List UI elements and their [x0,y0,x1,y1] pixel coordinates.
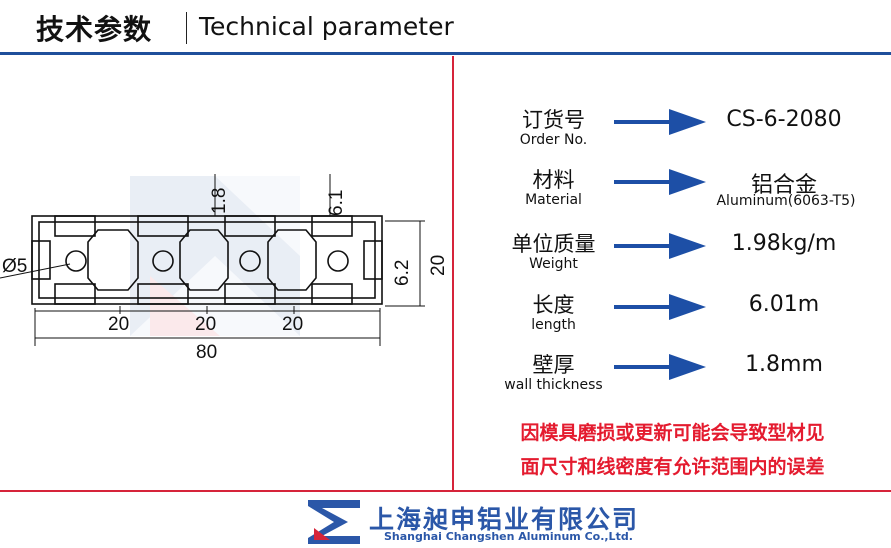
param-value: 1.98kg/m [731,231,837,256]
right-arrow-icon [614,169,706,195]
param-row-order-no: 订货号 Order No. CS-6-2080 [486,104,886,160]
footer-divider [0,490,891,492]
dim-diameter-label: Ø5 [2,256,27,277]
dim-pitch-2-label: 20 [195,314,216,335]
company-name-zh: 上海昶申铝业有限公司 [369,505,640,534]
param-value: 铝合金 [750,173,817,198]
right-arrow-icon [614,294,706,320]
page-title-zh: 技术参数 [36,13,153,46]
param-label-en: Order No. [519,132,588,148]
dim-height-label: 20 [428,255,449,276]
tolerance-note-line1: 因模具磨损或更新可能会导致型材见 [520,422,825,444]
dim-slot-width-label: 6.2 [392,260,413,286]
company-logo-icon [308,500,360,544]
param-value: 1.8mm [745,352,823,377]
param-value: 6.01m [748,292,820,317]
param-label-zh: 材料 [532,168,575,192]
param-label-zh: 壁厚 [532,353,575,377]
param-label-zh: 长度 [532,293,575,317]
right-arrow-icon [614,354,706,380]
title-separator [186,12,187,44]
profile-drawing: Ø5 1.8 6.1 6.2 20 20 20 20 80 [0,174,449,363]
param-row-weight: 单位质量 Weight 1.98kg/m [486,228,886,284]
param-row-length: 长度 length 6.01m [486,289,886,345]
param-label-en: Material [525,192,582,208]
param-label-en: length [531,317,576,333]
dimension-lines [0,174,425,346]
param-value: CS-6-2080 [726,107,842,132]
param-label-en: Weight [529,256,578,272]
tolerance-note-line2: 面尺寸和线密度有允许范围内的误差 [520,456,825,478]
param-label-en: wall thickness [504,377,603,393]
param-label-zh: 订货号 [522,108,585,132]
dim-width-label: 80 [196,342,217,363]
dim-wall-label: 1.8 [209,188,230,214]
dim-pitch-1-label: 20 [108,314,129,335]
param-row-wall-thickness: 壁厚 wall thickness 1.8mm [486,349,886,405]
aluminum-profile [31,215,383,305]
dim-slot-depth-label: 6.1 [326,190,347,216]
dim-pitch-3-label: 20 [282,314,303,335]
page-title-en: Technical parameter [199,12,454,41]
company-name-en: Shanghai Changshen Aluminum Co.,Ltd. [384,530,633,543]
param-value-sub: Aluminum(6063-T5) [716,193,856,209]
vertical-divider [452,56,454,490]
param-row-material: 材料 Material 铝合金 Aluminum(6063-T5) [486,164,886,220]
param-label-zh: 单位质量 [511,232,596,256]
header-divider [0,52,891,55]
right-arrow-icon [614,233,706,259]
right-arrow-icon [614,109,706,135]
